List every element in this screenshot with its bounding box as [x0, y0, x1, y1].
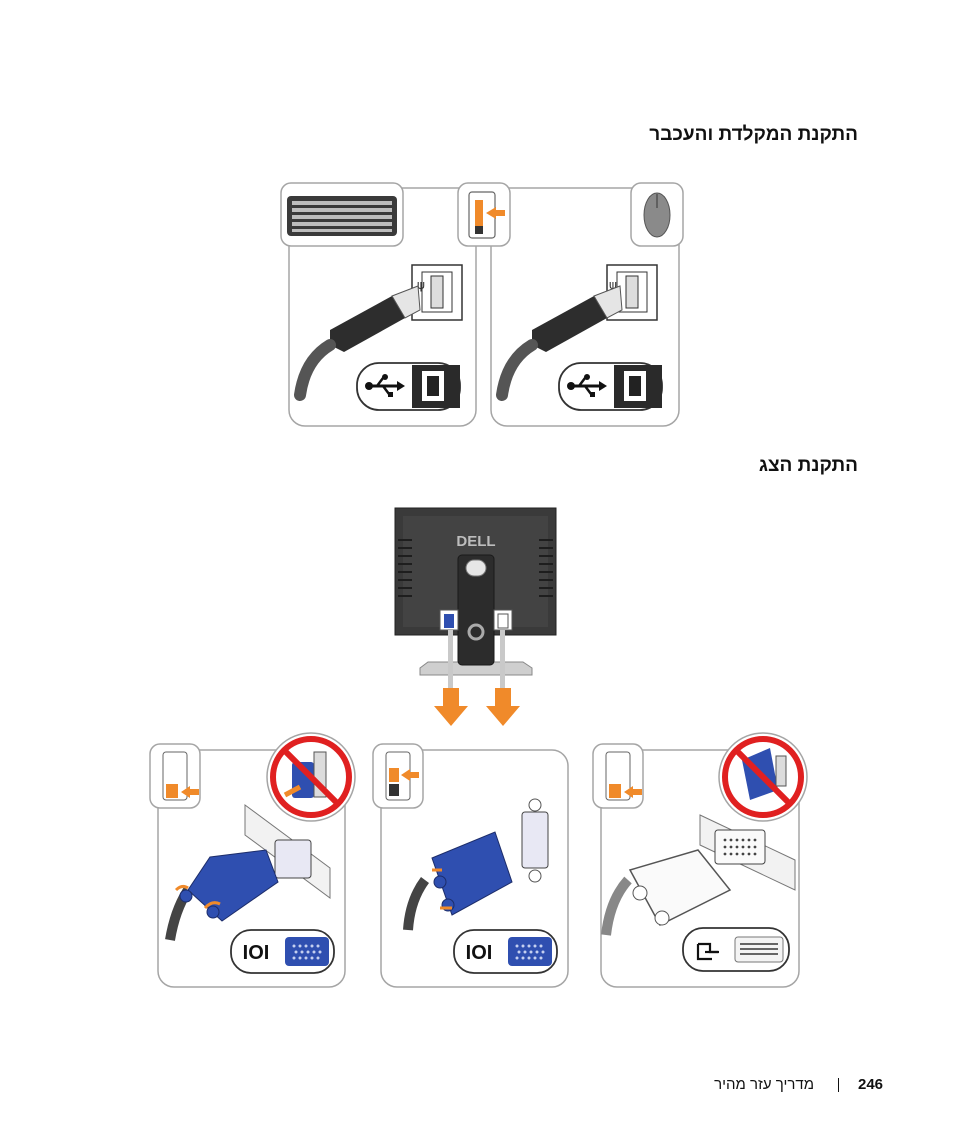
usb-plug-left: ψ — [294, 264, 463, 401]
footer-separator — [838, 1078, 839, 1092]
computer-tower-icon — [457, 182, 511, 247]
svg-text:IOI: IOI — [243, 942, 270, 964]
arrow-down-icon — [434, 688, 468, 726]
svg-text:ψ: ψ — [417, 278, 425, 292]
monitor-back-illustration: DELL — [394, 507, 557, 676]
dell-logo: DELL — [456, 533, 495, 550]
svg-text:ψ: ψ — [609, 278, 617, 292]
cable-lines — [448, 630, 505, 688]
heading-keyboard-mouse: התקנת המקלדת והעכבר — [649, 124, 858, 145]
vga-label: IOI — [230, 929, 335, 974]
keyboard-icon — [280, 182, 404, 247]
computer-tower-icon — [149, 743, 201, 809]
usb-label-right — [558, 362, 663, 411]
orange-arrow-icon — [486, 207, 505, 219]
computer-tower-icon — [592, 743, 644, 809]
vga-label: IOI — [453, 929, 558, 974]
mouse-icon — [630, 182, 684, 247]
heading-display: התקנת הצג — [758, 455, 858, 476]
footer-doc-title: מדריך עזר מהיר — [714, 1076, 814, 1093]
vga-panel-left: IOI — [149, 732, 356, 988]
dvi-panel-right — [592, 732, 808, 988]
dvi-label — [682, 927, 790, 972]
usb-label-left — [356, 362, 461, 411]
no-sign-icon — [266, 732, 356, 822]
svg-text:IOI: IOI — [466, 942, 493, 964]
arrow-down-icon — [486, 688, 520, 726]
vga-panel-middle: IOI — [372, 743, 569, 988]
usb-plug-right: ψ — [496, 264, 658, 401]
no-sign-icon — [718, 732, 808, 822]
dvi-icon — [696, 942, 719, 961]
computer-tower-icon — [372, 743, 424, 809]
page-number: 246 — [858, 1076, 884, 1093]
